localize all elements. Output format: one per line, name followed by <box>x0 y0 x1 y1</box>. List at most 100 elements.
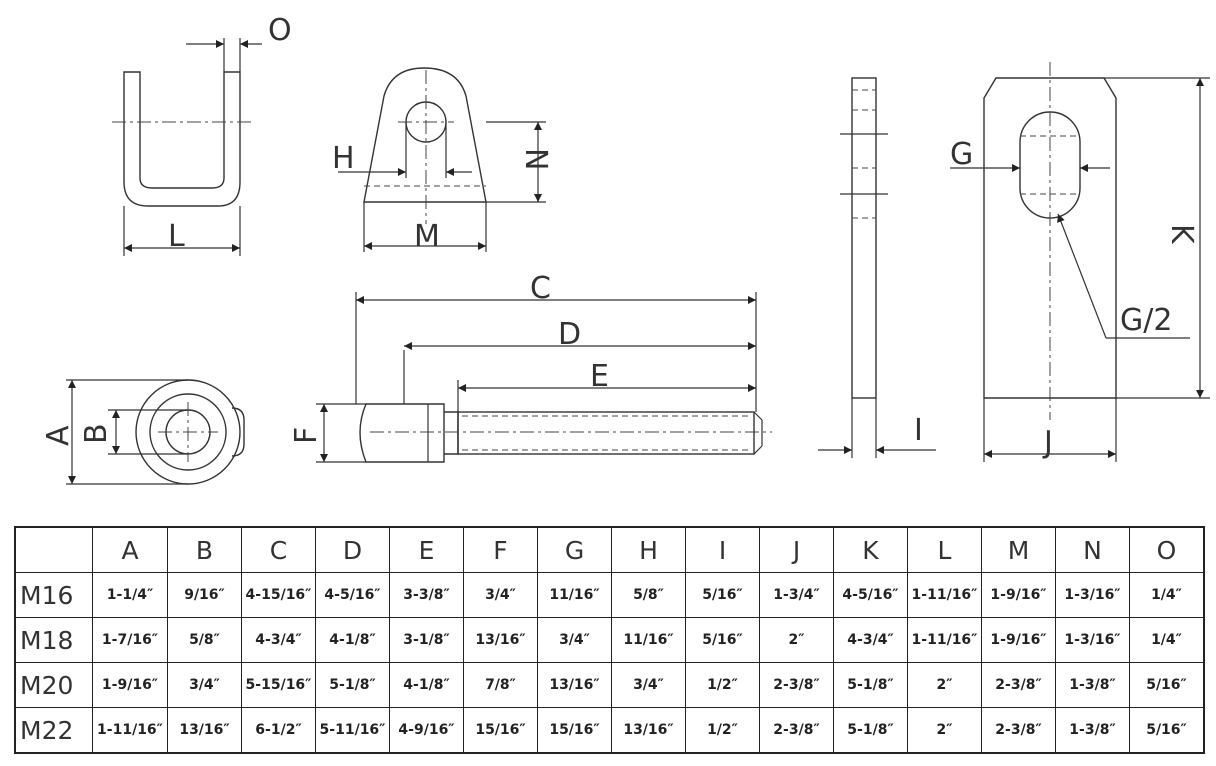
table-cell: 13/16″ <box>463 617 538 663</box>
table-cell: 4-1/8″ <box>389 662 464 708</box>
table-cell: 5/16″ <box>1129 662 1205 708</box>
column-header: J <box>759 526 834 573</box>
table-cell: 1-11/16″ <box>907 572 982 618</box>
column-header: A <box>92 526 168 573</box>
table-cell: 5-1/8″ <box>833 707 908 754</box>
table-cell: 4-3/4″ <box>833 617 908 663</box>
table-cell: 2″ <box>907 707 982 754</box>
table-cell: 5/8″ <box>167 617 242 663</box>
row-size-label: M22 <box>14 707 93 754</box>
column-header: L <box>907 526 982 573</box>
row-size-label: M16 <box>14 572 93 618</box>
dim-label-e: E <box>590 359 609 394</box>
technical-drawing: L O H N M <box>41 13 1210 485</box>
table-cell: 3-3/8″ <box>389 572 464 618</box>
table-cell: 2-3/8″ <box>981 707 1056 754</box>
column-header: G <box>537 526 612 573</box>
plate-face-view: G G/2 K J <box>950 62 1210 462</box>
table-cell: 1-3/8″ <box>1055 707 1130 754</box>
column-header: K <box>833 526 908 573</box>
table-cell: 11/16″ <box>537 572 612 618</box>
dim-label-f: F <box>289 427 324 444</box>
table-cell: 5/16″ <box>1129 707 1205 754</box>
dim-label-n: N <box>518 148 553 170</box>
table-cell: 5/16″ <box>685 617 760 663</box>
row-size-label: M20 <box>14 662 93 708</box>
table-cell: 9/16″ <box>167 572 242 618</box>
table-cell: 1-11/16″ <box>907 617 982 663</box>
table-cell: 1-9/16″ <box>92 662 168 708</box>
table-cell: 15/16″ <box>463 707 538 754</box>
dim-label-l: L <box>168 219 185 254</box>
column-header: F <box>463 526 538 573</box>
table-cell: 4-15/16″ <box>241 572 316 618</box>
dim-label-k: K <box>1164 224 1199 245</box>
plate-edge-view: I <box>818 77 936 458</box>
table-cell: 1-7/16″ <box>92 617 168 663</box>
column-header: N <box>1055 526 1130 573</box>
column-header: E <box>389 526 464 573</box>
tab-side-view: H N M <box>332 67 553 254</box>
eye-end-view: A B <box>41 379 245 485</box>
table-cell: 13/16″ <box>611 707 686 754</box>
table-cell: 1-3/8″ <box>1055 662 1130 708</box>
table-cell: 3/4″ <box>463 572 538 618</box>
eye-bolt-side-view: F C D E <box>289 271 772 463</box>
column-header: C <box>241 526 316 573</box>
table-cell: 1-1/4″ <box>92 572 168 618</box>
table-cell: 2-3/8″ <box>759 707 834 754</box>
table-cell: 2″ <box>907 662 982 708</box>
table-cell: 1/2″ <box>685 662 760 708</box>
table-cell: 13/16″ <box>167 707 242 754</box>
table-cell: 1-11/16″ <box>92 707 168 754</box>
table-cell: 1-3/16″ <box>1055 572 1130 618</box>
table-cell: 5-1/8″ <box>833 662 908 708</box>
table-cell: 1/4″ <box>1129 617 1205 663</box>
table-cell: 4-9/16″ <box>389 707 464 754</box>
dim-label-g-half: G/2 <box>1120 303 1172 338</box>
column-header: B <box>167 526 242 573</box>
dim-label-d: D <box>558 317 581 352</box>
dim-label-c: C <box>530 271 551 306</box>
table-cell: 4-1/8″ <box>315 617 390 663</box>
table-cell: 5/8″ <box>611 572 686 618</box>
dim-label-b: B <box>79 423 114 444</box>
dim-label-j: J <box>1042 425 1053 460</box>
dim-label-i: I <box>914 413 923 448</box>
table-cell: 1-9/16″ <box>981 617 1056 663</box>
table-cell: 1/4″ <box>1129 572 1205 618</box>
dim-label-o: O <box>268 13 292 48</box>
table-cell: 3/4″ <box>611 662 686 708</box>
table-cell: 3-1/8″ <box>389 617 464 663</box>
table-cell: 4-5/16″ <box>315 572 390 618</box>
clevis-u-view: L O <box>112 13 292 256</box>
table-cell: 4-5/16″ <box>833 572 908 618</box>
column-header: H <box>611 526 686 573</box>
table-cell: 1/2″ <box>685 707 760 754</box>
dim-label-g: G <box>950 137 973 172</box>
table-cell: 15/16″ <box>537 707 612 754</box>
dim-label-a: A <box>41 425 76 446</box>
table-cell: 4-3/4″ <box>241 617 316 663</box>
table-cell: 11/16″ <box>611 617 686 663</box>
table-cell: 7/8″ <box>463 662 538 708</box>
table-cell: 1-9/16″ <box>981 572 1056 618</box>
dim-label-h: H <box>332 141 355 176</box>
column-header: I <box>685 526 760 573</box>
table-cell: 3/4″ <box>537 617 612 663</box>
table-cell: 3/4″ <box>167 662 242 708</box>
table-cell: 2-3/8″ <box>759 662 834 708</box>
table-cell: 2″ <box>759 617 834 663</box>
table-cell: 1-3/4″ <box>759 572 834 618</box>
row-size-label: M18 <box>14 617 93 663</box>
table-cell: 13/16″ <box>537 662 612 708</box>
table-cell: 6-1/2″ <box>241 707 316 754</box>
column-header: O <box>1129 526 1205 573</box>
table-cell: 2-3/8″ <box>981 662 1056 708</box>
